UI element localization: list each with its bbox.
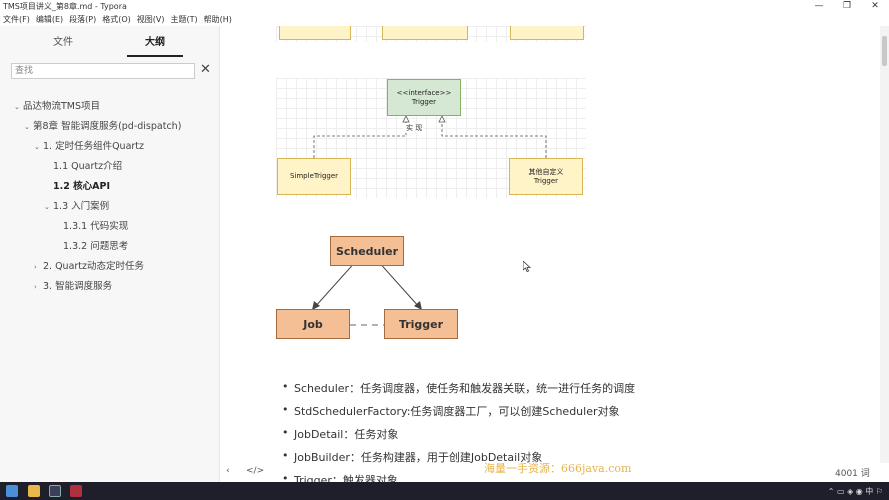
interface-name: Trigger <box>411 97 437 106</box>
scheduler-label: Scheduler <box>335 244 399 258</box>
search-input[interactable]: 查找 <box>11 63 195 79</box>
minimize-button[interactable]: — <box>814 1 824 11</box>
window-controls: — ❐ ✕ <box>805 0 889 13</box>
diagram-box-cut-2 <box>382 26 468 40</box>
menu-file[interactable]: 文件(F) <box>3 15 30 24</box>
diagram-box-cut-3 <box>510 26 584 40</box>
scheduler-box: Scheduler <box>330 236 404 266</box>
chevron-down-icon[interactable]: ⌄ <box>34 143 40 151</box>
menu-edit[interactable]: 编辑(E) <box>35 15 64 24</box>
menu-bar: 文件(F) 编辑(E) 段落(P) 格式(O) 视图(V) 主题(T) 帮助(H… <box>0 13 889 26</box>
close-icon[interactable]: ✕ <box>200 62 211 77</box>
window-title: TMS项目讲义_第8章.md - Typora <box>3 2 127 11</box>
word-count[interactable]: 4001 词 <box>835 469 870 479</box>
sidebar-tabs: 文件 大纲 <box>0 34 220 58</box>
sidebar: 文件 大纲 查找 ✕ ⌄品达物流TMS项目 ⌄第8章 智能调度服务(pd-dis… <box>0 26 220 482</box>
menu-view[interactable]: 视图(V) <box>136 15 165 24</box>
list-item: StdSchedulerFactory:任务调度器工厂，可以创建Schedule… <box>282 403 619 419</box>
window-titlebar: TMS项目讲义_第8章.md - Typora <box>0 0 889 13</box>
custom-trigger-box: 其他自定义 Trigger <box>509 158 583 195</box>
scrollbar-thumb[interactable] <box>882 36 887 66</box>
chevron-down-icon[interactable]: ⌄ <box>14 103 20 111</box>
custom-trigger-line1: 其他自定义 <box>528 167 564 176</box>
typora-app-icon[interactable] <box>49 485 61 497</box>
source-code-toggle-icon[interactable]: </> <box>246 466 265 476</box>
outline-item[interactable]: › 3. 智能调度服务 <box>34 280 112 294</box>
chevron-right-icon[interactable]: › <box>34 283 37 291</box>
status-bar: ‹ </> 4001 词 <box>0 463 889 482</box>
menu-paragraph[interactable]: 段落(P) <box>69 15 97 24</box>
restore-button[interactable]: ❐ <box>842 1 852 11</box>
chevron-down-icon[interactable]: ⌄ <box>44 203 50 211</box>
outline-item[interactable]: 1.1 Quartz介绍 <box>44 160 122 174</box>
trigger-box: Trigger <box>384 309 458 339</box>
outline-item[interactable]: ⌄第8章 智能调度服务(pd-dispatch) <box>24 120 181 134</box>
tab-outline[interactable]: 大纲 <box>145 37 165 48</box>
simple-trigger-box: SimpleTrigger <box>277 158 351 195</box>
job-box: Job <box>276 309 350 339</box>
chevron-right-icon[interactable]: › <box>34 263 37 271</box>
chevron-left-icon[interactable]: ‹ <box>226 466 230 476</box>
outline-item-label: 3. 智能调度服务 <box>43 281 113 292</box>
list-item: JobBuilder：任务构建器，用于创建JobDetail对象 <box>282 449 542 465</box>
menu-theme[interactable]: 主题(T) <box>170 15 198 24</box>
taskbar: ⌃ ▭ ◈ ◉ 中 ⚐ <box>0 482 889 500</box>
system-tray[interactable]: ⌃ ▭ ◈ ◉ 中 ⚐ <box>827 487 883 496</box>
outline-item-label: 1.3.2 问题思考 <box>63 241 129 252</box>
outline-item[interactable]: ⌄1. 定时任务组件Quartz <box>34 140 144 154</box>
job-label: Job <box>303 317 323 331</box>
menu-help[interactable]: 帮助(H) <box>203 15 232 24</box>
outline-item[interactable]: ⌄1.3 入门案例 <box>44 200 109 214</box>
outline-item-label: 1.3 入门案例 <box>53 201 110 212</box>
app-icon[interactable] <box>70 485 82 497</box>
outline-item-label: 品达物流TMS项目 <box>23 101 101 112</box>
outline-item[interactable]: 1.3.1 代码实现 <box>54 220 128 234</box>
diagram-box-cut-1 <box>279 26 351 40</box>
active-tab-indicator <box>127 55 183 57</box>
chevron-down-icon[interactable]: ⌄ <box>24 123 30 131</box>
list-item: JobDetail：任务对象 <box>282 426 398 442</box>
list-item: Scheduler：任务调度器，使任务和触发器关联，统一进行任务的调度 <box>282 380 635 396</box>
custom-trigger-line2: Trigger <box>533 176 559 185</box>
outline-item[interactable]: 1.3.2 问题思考 <box>54 240 128 254</box>
outline-item-label: 1.1 Quartz介绍 <box>53 161 123 172</box>
trigger-label: Trigger <box>398 317 444 331</box>
outline-item-label: 第8章 智能调度服务(pd-dispatch) <box>33 121 182 132</box>
outline-item-label: 1.2 核心API <box>53 181 110 192</box>
outline-item[interactable]: › 2. Quartz动态定时任务 <box>34 260 144 274</box>
outline-item-label: 1. 定时任务组件Quartz <box>43 141 145 152</box>
outline-item-label: 2. Quartz动态定时任务 <box>43 261 145 272</box>
tab-files[interactable]: 文件 <box>53 37 73 48</box>
implements-label: 实 现 <box>404 123 425 133</box>
outline-item-active[interactable]: 1.2 核心API <box>44 180 110 194</box>
close-button[interactable]: ✕ <box>871 1 879 11</box>
outline-item-label: 1.3.1 代码实现 <box>63 221 129 232</box>
interface-stereotype: <<interface>> <box>396 88 452 97</box>
mouse-cursor-icon <box>523 261 531 272</box>
watermark-text: 海量一手资源：666java.com <box>484 462 632 475</box>
outline-item[interactable]: ⌄品达物流TMS项目 <box>14 100 100 114</box>
interface-trigger-box: <<interface>> Trigger <box>387 79 461 116</box>
start-icon[interactable] <box>6 485 18 497</box>
menu-format[interactable]: 格式(O) <box>102 15 131 24</box>
simple-trigger-label: SimpleTrigger <box>289 172 339 180</box>
scrollbar[interactable] <box>880 26 889 463</box>
file-explorer-icon[interactable] <box>28 485 40 497</box>
